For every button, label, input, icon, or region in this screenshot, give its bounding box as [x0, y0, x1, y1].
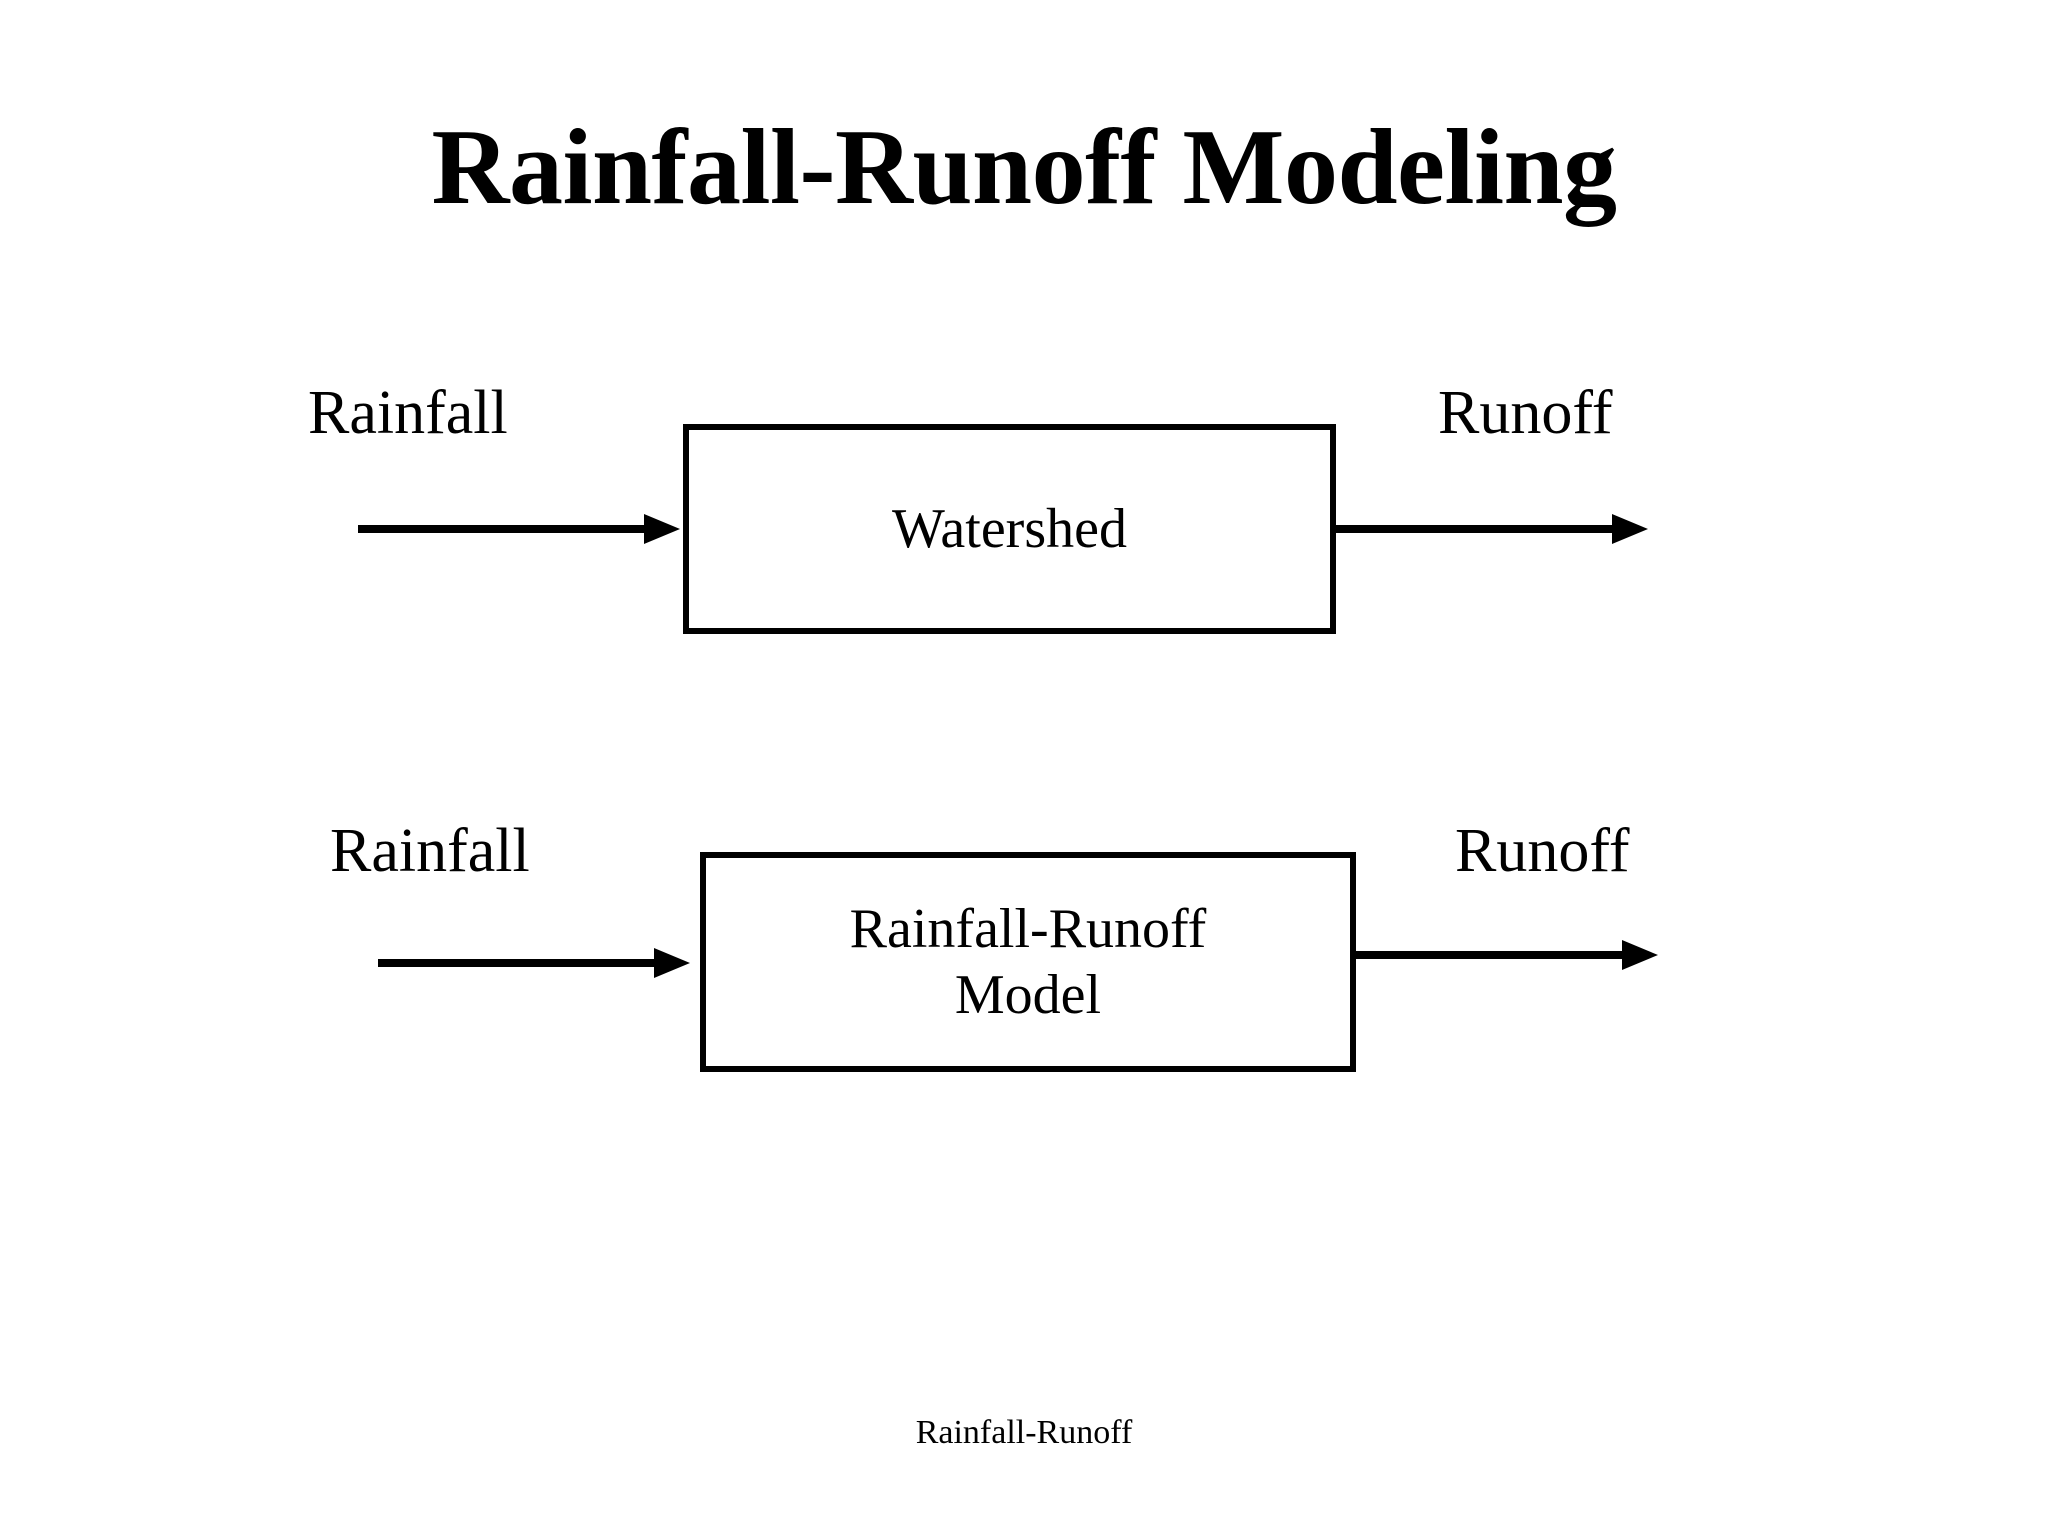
output-label-runoff: Runoff [1438, 379, 1613, 447]
process-box-watershed[interactable]: Watershed [683, 424, 1336, 634]
arrow-right-icon-output [1352, 940, 1658, 970]
process-box-rainfall-runoff-model[interactable]: Rainfall-Runoff Model [700, 852, 1356, 1072]
arrow-shaft [378, 959, 656, 967]
watershed-block-diagram: Rainfall Watershed Runoff [0, 382, 2048, 634]
output-label-runoff: Runoff [1455, 817, 1630, 885]
arrow-head [1622, 940, 1658, 970]
arrow-shaft [1352, 951, 1624, 959]
process-box-label: Rainfall-Runoff Model [849, 897, 1207, 1026]
page-title: Rainfall-Runoff Modeling [431, 108, 1617, 227]
arrow-head [644, 514, 680, 544]
arrow-shaft [1336, 525, 1614, 533]
input-label-rainfall: Rainfall [308, 379, 508, 447]
process-box-label: Watershed [892, 497, 1127, 560]
arrow-head [654, 948, 690, 978]
input-label-rainfall: Rainfall [330, 817, 530, 885]
slide-footer-text: Rainfall-Runoff [915, 1414, 1133, 1451]
arrow-shaft [358, 525, 646, 533]
arrow-right-icon-output [1336, 514, 1648, 544]
arrow-right-icon-input [358, 514, 680, 544]
arrow-head [1612, 514, 1648, 544]
arrow-right-icon-input [378, 948, 690, 978]
rainfall-runoff-model-block-diagram: Rainfall Rainfall-Runoff Model Runoff [0, 820, 2048, 1072]
